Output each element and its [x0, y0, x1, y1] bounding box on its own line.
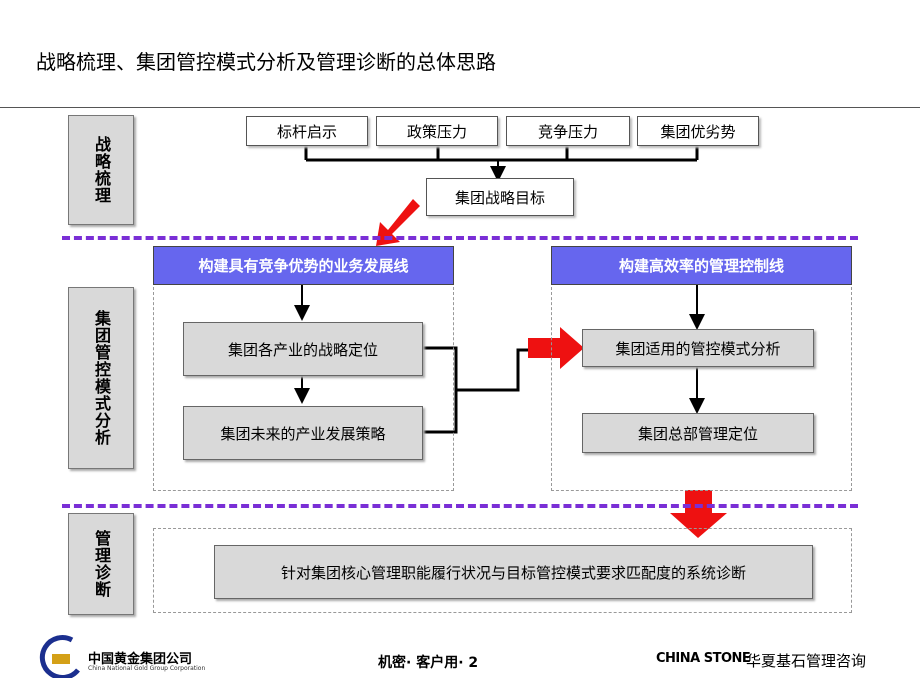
- inputs-connector: [304, 144, 699, 162]
- business-box-strategy: 集团未来的产业发展策略: [183, 406, 423, 460]
- phase-strategy: 战略梳理: [68, 115, 134, 225]
- input-box-competition: 竞争压力: [506, 116, 630, 146]
- gold-group-logo-icon: [39, 635, 80, 678]
- diagnosis-box: 针对集团核心管理职能履行状况与目标管控模式要求匹配度的系统诊断: [214, 545, 813, 599]
- goal-box: 集团战略目标: [426, 178, 574, 216]
- page-title: 战略梳理、集团管控模式分析及管理诊断的总体思路: [36, 50, 496, 74]
- phase-strategy-label: 战略梳理: [92, 136, 111, 204]
- red-arrow-down: [670, 490, 727, 538]
- input-box-benchmark: 标杆启示: [246, 116, 368, 146]
- footer-brand-cn: 华夏基石管理咨询: [746, 652, 867, 670]
- business-box-positioning: 集团各产业的战略定位: [183, 322, 423, 376]
- phase-diagnosis: 管理诊断: [68, 513, 134, 615]
- control-line-header: 构建高效率的管理控制线: [551, 246, 852, 285]
- input-box-policy: 政策压力: [376, 116, 498, 146]
- control-box-hq-positioning: 集团总部管理定位: [582, 413, 814, 453]
- divider-2: [62, 504, 858, 508]
- phase-diagnosis-label: 管理诊断: [92, 530, 111, 598]
- footer-logo-cn: 中国黄金集团公司: [88, 652, 193, 667]
- phase-control-label: 集团管控模式分析: [92, 310, 111, 446]
- diagnosis-container: [153, 528, 852, 613]
- phase-control: 集团管控模式分析: [68, 287, 134, 469]
- china-stone-logo: CHINA STONE: [656, 651, 751, 666]
- title-rule: [0, 107, 920, 108]
- control-box-model-analysis: 集团适用的管控模式分析: [582, 329, 814, 367]
- bracket-connector: [422, 346, 535, 434]
- footer-confidential: 机密· 客户用· 2: [378, 655, 479, 671]
- input-box-swot: 集团优劣势: [637, 116, 759, 146]
- business-line-header: 构建具有竞争优势的业务发展线: [153, 246, 454, 285]
- divider-1: [62, 236, 858, 240]
- control-line-container: [551, 282, 852, 491]
- footer-logo-en: China National Gold Group Corporation: [88, 665, 206, 672]
- red-arrow-diagonal: [376, 199, 420, 246]
- red-arrow-right: [528, 327, 584, 369]
